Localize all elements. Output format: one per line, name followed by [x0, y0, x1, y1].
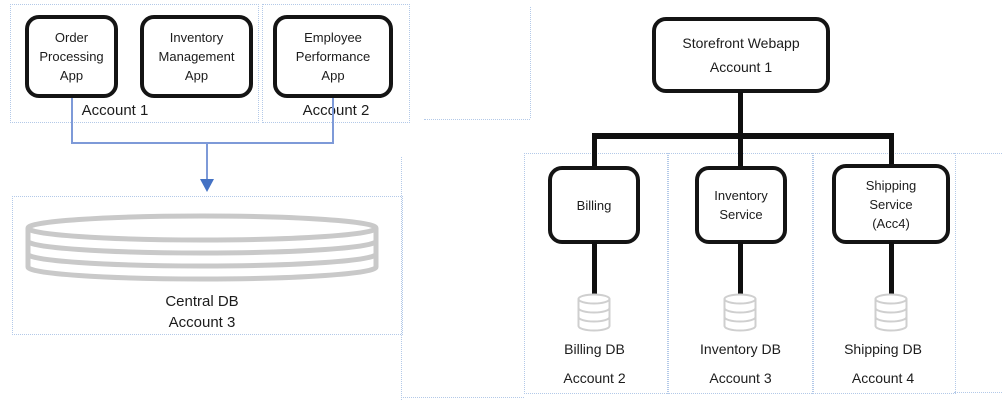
arrow-down-icon: [200, 179, 214, 192]
guide-line-vertical-top: [530, 7, 531, 118]
right-account4-boundary: [812, 153, 956, 394]
inventory-db-connector: [738, 242, 743, 295]
tree-trunk-line: [738, 92, 743, 136]
inventory-service-box: Inventory Service: [695, 166, 787, 244]
billing-service-label: Billing: [576, 197, 612, 213]
employee-performance-app-box: Employee Performance App: [273, 15, 393, 98]
guide-line-horizontal-top: [424, 119, 530, 120]
inventory-management-app-label: Inventory Management App: [158, 30, 235, 83]
guide-line-horizontal: [401, 397, 524, 398]
guide-extension-top: [954, 153, 1002, 154]
central-db-label-block: Central DB Account 3: [102, 291, 302, 333]
billing-db-name: Billing DB: [564, 341, 625, 357]
account1-group-label: Account 1: [81, 102, 149, 119]
account3-boundary: [12, 196, 403, 335]
employee-performance-app-label: Employee Performance App: [295, 30, 371, 83]
tree-drop-shipping: [889, 136, 894, 167]
connector-merge-line: [71, 142, 334, 144]
connector-arrow-shaft: [206, 142, 208, 180]
storefront-webapp-name: Storefront Webapp: [682, 35, 800, 51]
shipping-db-name: Shipping DB: [844, 341, 922, 357]
shipping-service-label: Shipping Service (Acc4): [865, 177, 917, 231]
billing-db-connector: [592, 242, 597, 295]
order-processing-app-label: Order Processing App: [39, 30, 104, 83]
inventory-db-account: Account 3: [709, 370, 772, 386]
shipping-db-account: Account 4: [851, 370, 915, 386]
tree-drop-billing: [592, 136, 597, 167]
billing-service-box: Billing: [548, 166, 640, 244]
connector-employee-app-line: [332, 98, 334, 144]
central-db-account: Account 3: [168, 314, 236, 331]
tree-drop-inventory: [738, 136, 743, 167]
inventory-db-cylinder-icon: [723, 293, 757, 333]
storefront-webapp-box: Storefront Webapp Account 1: [652, 17, 830, 93]
account1-boundary: [10, 4, 259, 123]
storefront-webapp-account: Account 1: [709, 59, 773, 75]
guide-line-vertical: [401, 157, 402, 400]
inventory-service-label: Inventory Service: [714, 188, 768, 222]
billing-db-account: Account 2: [563, 370, 626, 386]
account2-group-label: Account 2: [302, 102, 370, 119]
billing-db-cylinder-icon: [577, 293, 611, 333]
inventory-management-app-box: Inventory Management App: [140, 15, 253, 98]
account2-boundary: [262, 4, 410, 123]
guide-extension-bottom: [954, 392, 1002, 393]
connector-order-app-line: [71, 98, 73, 144]
inventory-db-name: Inventory DB: [700, 341, 781, 357]
shipping-db-cylinder-icon: [874, 293, 908, 333]
central-db-name: Central DB: [165, 293, 239, 310]
order-processing-app-box: Order Processing App: [25, 15, 118, 98]
central-db-cylinder-icon: [24, 213, 380, 283]
shipping-db-connector: [889, 242, 894, 295]
shipping-service-box: Shipping Service (Acc4): [832, 164, 950, 244]
tree-crossbar-line: [592, 133, 894, 139]
